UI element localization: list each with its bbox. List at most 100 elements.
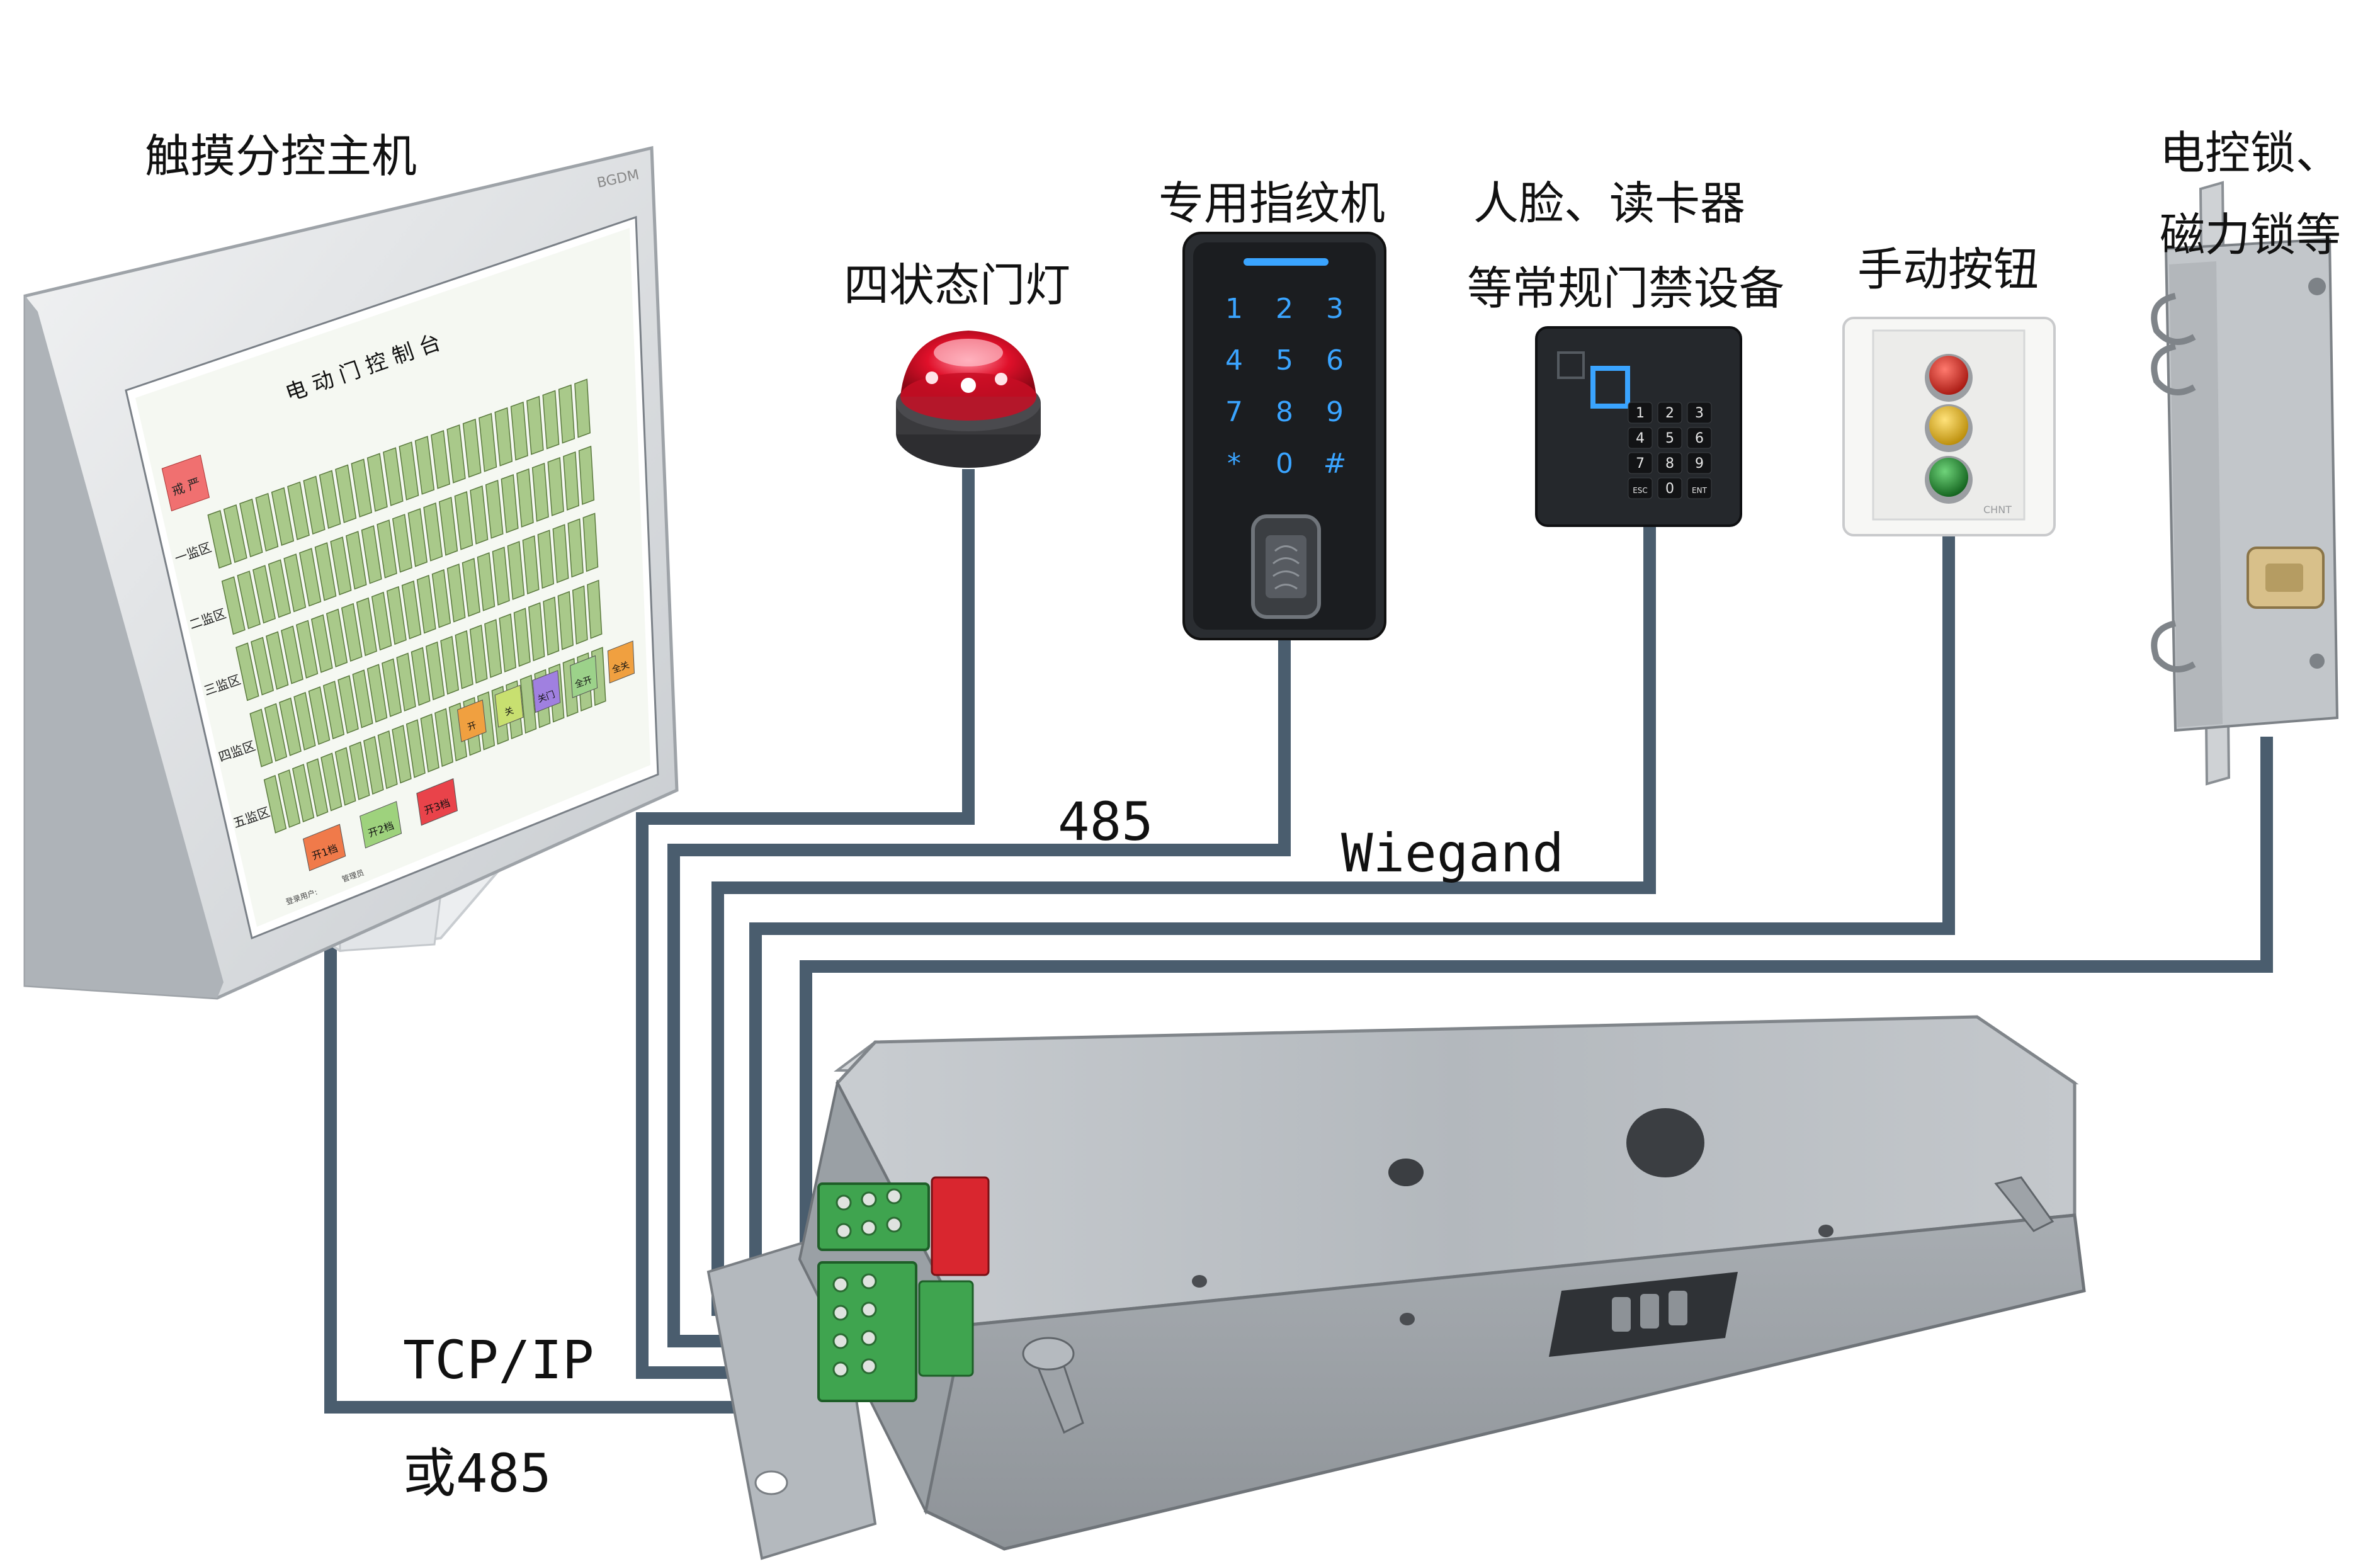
door-cell[interactable] xyxy=(308,686,331,745)
door-cell[interactable] xyxy=(366,453,388,512)
door-cell[interactable] xyxy=(278,769,301,828)
door-cell[interactable] xyxy=(522,535,540,595)
door-cell[interactable] xyxy=(255,492,279,552)
door-cell[interactable] xyxy=(484,619,502,678)
door-cell[interactable] xyxy=(492,547,510,606)
door-cell[interactable] xyxy=(293,691,316,751)
reader-key[interactable] xyxy=(1687,452,1712,474)
yellow-button[interactable] xyxy=(1929,406,1968,445)
door-cell[interactable] xyxy=(263,774,287,834)
door-cell[interactable] xyxy=(462,418,482,478)
keypad-key[interactable]: * xyxy=(1227,448,1241,480)
door-cell[interactable] xyxy=(352,669,373,728)
door-cell[interactable] xyxy=(377,519,397,579)
door-cell[interactable] xyxy=(356,597,377,657)
door-cell[interactable] xyxy=(345,531,367,590)
door-cell[interactable] xyxy=(469,625,488,684)
door-cell[interactable] xyxy=(587,579,603,639)
door-cell[interactable] xyxy=(528,602,545,662)
reader-key[interactable] xyxy=(1687,477,1712,499)
door-cell[interactable] xyxy=(386,586,407,645)
door-cell[interactable] xyxy=(303,475,326,535)
door-cell[interactable] xyxy=(510,401,528,461)
door-cell[interactable] xyxy=(454,490,473,550)
door-cell[interactable] xyxy=(396,652,416,711)
door-cell[interactable] xyxy=(431,430,450,489)
door-cell[interactable] xyxy=(423,502,443,562)
door-cell[interactable] xyxy=(462,558,480,617)
door-cell[interactable] xyxy=(567,518,584,578)
reader-key[interactable] xyxy=(1657,427,1682,449)
door-cell[interactable] xyxy=(221,576,246,635)
door-cell[interactable] xyxy=(446,424,466,484)
door-cell[interactable] xyxy=(420,713,439,773)
control-button[interactable] xyxy=(494,684,524,728)
door-cell[interactable] xyxy=(434,708,453,768)
keypad-key[interactable]: 9 xyxy=(1326,396,1344,428)
fingerprint-sensor-icon[interactable] xyxy=(1266,535,1306,598)
alarm-button[interactable] xyxy=(161,455,210,512)
door-cell[interactable] xyxy=(326,608,348,667)
door-cell[interactable] xyxy=(235,642,259,701)
control-button[interactable] xyxy=(457,700,487,742)
green-button[interactable] xyxy=(1929,458,1968,497)
keypad-key[interactable]: # xyxy=(1323,448,1347,480)
door-cell[interactable] xyxy=(479,412,497,472)
door-cell[interactable] xyxy=(414,436,435,495)
door-cell[interactable] xyxy=(306,758,329,817)
keypad-key[interactable]: 4 xyxy=(1225,344,1243,377)
door-cell[interactable] xyxy=(558,384,575,444)
door-cell[interactable] xyxy=(431,569,451,628)
door-cell[interactable] xyxy=(299,548,322,607)
door-cell[interactable] xyxy=(440,635,460,695)
reader-key[interactable] xyxy=(1687,402,1712,424)
open-level-button[interactable] xyxy=(416,778,458,826)
keypad-key[interactable]: 2 xyxy=(1276,293,1293,325)
door-cell[interactable] xyxy=(264,703,288,762)
red-button[interactable] xyxy=(1929,356,1968,395)
door-cell[interactable] xyxy=(507,541,525,600)
door-cell[interactable] xyxy=(371,591,392,651)
door-cell[interactable] xyxy=(578,445,595,505)
keypad-key[interactable]: 5 xyxy=(1276,344,1293,377)
door-cell[interactable] xyxy=(446,563,466,623)
door-cell[interactable] xyxy=(516,468,534,528)
door-cell[interactable] xyxy=(526,395,544,455)
door-cell[interactable] xyxy=(334,747,356,806)
door-cell[interactable] xyxy=(448,702,468,762)
reader-key[interactable] xyxy=(1628,402,1653,424)
door-cell[interactable] xyxy=(392,725,412,784)
door-cell[interactable] xyxy=(582,513,599,572)
door-cell[interactable] xyxy=(322,681,345,740)
door-cell[interactable] xyxy=(341,603,363,662)
open-level-button[interactable] xyxy=(302,824,346,871)
door-cell[interactable] xyxy=(537,530,555,589)
door-cell[interactable] xyxy=(425,641,445,701)
door-cell[interactable] xyxy=(383,447,404,506)
keypad-key[interactable]: 7 xyxy=(1225,396,1243,428)
keypad-key[interactable]: 0 xyxy=(1276,448,1293,480)
door-cell[interactable] xyxy=(239,498,263,558)
door-cell[interactable] xyxy=(251,637,275,696)
keypad-key[interactable]: 6 xyxy=(1326,344,1344,377)
door-cell[interactable] xyxy=(438,497,458,556)
keypad-key[interactable]: 1 xyxy=(1225,293,1243,325)
door-cell[interactable] xyxy=(470,485,489,545)
door-cell[interactable] xyxy=(377,730,398,790)
door-cell[interactable] xyxy=(271,487,295,547)
reader-key[interactable] xyxy=(1657,402,1682,424)
door-cell[interactable] xyxy=(552,524,569,584)
door-cell[interactable] xyxy=(557,591,574,650)
door-cell[interactable] xyxy=(547,456,564,516)
door-cell[interactable] xyxy=(405,719,426,778)
door-cell[interactable] xyxy=(292,764,315,823)
door-cell[interactable] xyxy=(252,565,276,624)
open-level-button[interactable] xyxy=(360,801,402,849)
door-cell[interactable] xyxy=(351,458,373,518)
door-cell[interactable] xyxy=(314,542,337,601)
door-cell[interactable] xyxy=(268,559,292,618)
door-cell[interactable] xyxy=(416,574,436,634)
door-cell[interactable] xyxy=(283,553,307,613)
door-cell[interactable] xyxy=(574,378,591,438)
door-cell[interactable] xyxy=(401,580,422,640)
